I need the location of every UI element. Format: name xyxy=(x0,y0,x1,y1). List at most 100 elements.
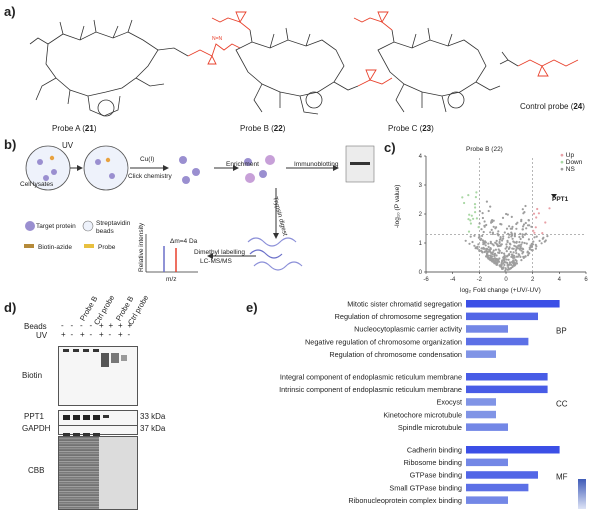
volcano-point xyxy=(478,222,481,225)
volcano-point xyxy=(500,266,504,270)
volcano-point xyxy=(515,227,518,230)
volcano-point xyxy=(505,243,508,246)
volcano-point xyxy=(487,209,490,213)
panel-e-label: e) xyxy=(246,300,258,315)
volcano-point xyxy=(534,226,537,229)
go-bar xyxy=(466,398,496,406)
volcano-point xyxy=(507,236,510,239)
volcano-point xyxy=(495,239,498,242)
volcano-point xyxy=(500,261,503,264)
y-tick-label: 4 xyxy=(419,154,423,160)
probe-c-caption: Probe C (23) xyxy=(388,124,434,133)
immunoblotting-label: Immunoblotting xyxy=(294,161,339,168)
go-bar xyxy=(466,385,548,394)
volcano-point xyxy=(491,231,494,234)
volcano-point xyxy=(532,212,536,215)
volcano-point xyxy=(483,250,486,254)
volcano-point xyxy=(548,207,551,210)
beads-row-label: Beads xyxy=(24,322,47,331)
volcano-point xyxy=(502,237,505,240)
go-term-label: Small GTPase binding xyxy=(389,483,462,492)
volcano-point xyxy=(502,235,505,238)
volcano-point xyxy=(522,248,525,251)
volcano-point xyxy=(508,268,511,271)
volcano-point xyxy=(500,251,503,254)
beads-uv-signs: ----+++++-+-+-+- xyxy=(58,321,136,343)
volcano-point xyxy=(521,233,524,236)
volcano-title: Probe B (22) xyxy=(466,146,503,153)
legend-beads: beads xyxy=(96,228,114,235)
beads-sign: + xyxy=(127,321,133,330)
volcano-point xyxy=(468,242,471,245)
volcano-point xyxy=(477,226,480,229)
uv-sign: - xyxy=(108,330,112,339)
x-tick-label: 6 xyxy=(584,277,588,283)
volcano-point xyxy=(512,240,515,243)
uv-sign: + xyxy=(61,330,66,339)
volcano-point xyxy=(510,235,513,238)
volcano-point xyxy=(515,240,518,243)
volcano-point xyxy=(478,210,481,213)
probe-a-photo-tag xyxy=(187,43,241,65)
volcano-point xyxy=(478,234,481,238)
svg-text:N=N: N=N xyxy=(212,36,223,42)
volcano-point xyxy=(510,253,514,256)
uv-row-label: UV xyxy=(36,331,48,340)
probe-b-caption: Probe B (22) xyxy=(240,124,286,133)
volcano-point xyxy=(504,268,507,271)
volcano-point xyxy=(501,259,504,262)
volcano-point xyxy=(504,247,507,250)
volcano-point xyxy=(487,250,490,253)
go-term-label: Integral component of endoplasmic reticu… xyxy=(280,373,462,382)
volcano-ylabel: -log₁₀ (P value) xyxy=(394,184,401,228)
go-term-label: Exocyst xyxy=(436,398,462,407)
lcms-label: LC-MS/MS xyxy=(200,258,232,265)
volcano-point xyxy=(499,236,502,239)
uv-sign: - xyxy=(89,330,93,339)
go-bar xyxy=(466,410,496,419)
uv-sign: + xyxy=(118,330,123,339)
volcano-point xyxy=(535,235,538,238)
beads-sign: - xyxy=(61,321,64,330)
volcano-point xyxy=(535,245,538,248)
panel-a-label: a) xyxy=(4,4,16,19)
volcano-point xyxy=(481,239,484,242)
volcano-point xyxy=(478,249,481,252)
y-tick-label: 0 xyxy=(419,270,423,276)
rel-intensity-label: Relative intensity xyxy=(138,222,145,272)
volcano-point xyxy=(497,251,500,254)
go-group-label: BP xyxy=(556,327,567,336)
volcano-point xyxy=(494,258,498,261)
volcano-point xyxy=(499,244,502,247)
volcano-point xyxy=(530,242,533,245)
go-term-label: Kinetochore microtubule xyxy=(383,410,462,419)
legend-down: ● Down xyxy=(560,159,583,166)
cell-lysates-label: Cell lysates xyxy=(20,181,54,188)
volcano-point xyxy=(521,236,525,239)
volcano-point xyxy=(490,258,494,261)
x-tick-label: 2 xyxy=(531,277,535,283)
legend-up: ● Up xyxy=(560,152,575,159)
volcano-point xyxy=(481,212,484,215)
volcano-point xyxy=(491,219,494,222)
volcano-point xyxy=(518,241,521,244)
volcano-point xyxy=(484,241,487,244)
volcano-point xyxy=(521,208,524,211)
volcano-point xyxy=(501,239,504,242)
beads-sign: + xyxy=(108,321,114,330)
go-bar xyxy=(466,483,529,492)
mw-33: 33 kDa xyxy=(140,412,166,421)
volcano-point xyxy=(491,243,494,246)
volcano-point xyxy=(536,207,539,211)
volcano-point xyxy=(520,218,523,221)
x-tick-label: 4 xyxy=(558,277,562,283)
panel-a-structures: N=N xyxy=(29,11,579,117)
volcano-point xyxy=(518,244,521,247)
panel-b-workflow xyxy=(24,145,375,273)
go-bar xyxy=(466,446,560,454)
legend-probe: Probe xyxy=(98,244,116,251)
volcano-point xyxy=(525,242,528,245)
volcano-point xyxy=(467,218,470,221)
volcano-point xyxy=(503,259,506,262)
